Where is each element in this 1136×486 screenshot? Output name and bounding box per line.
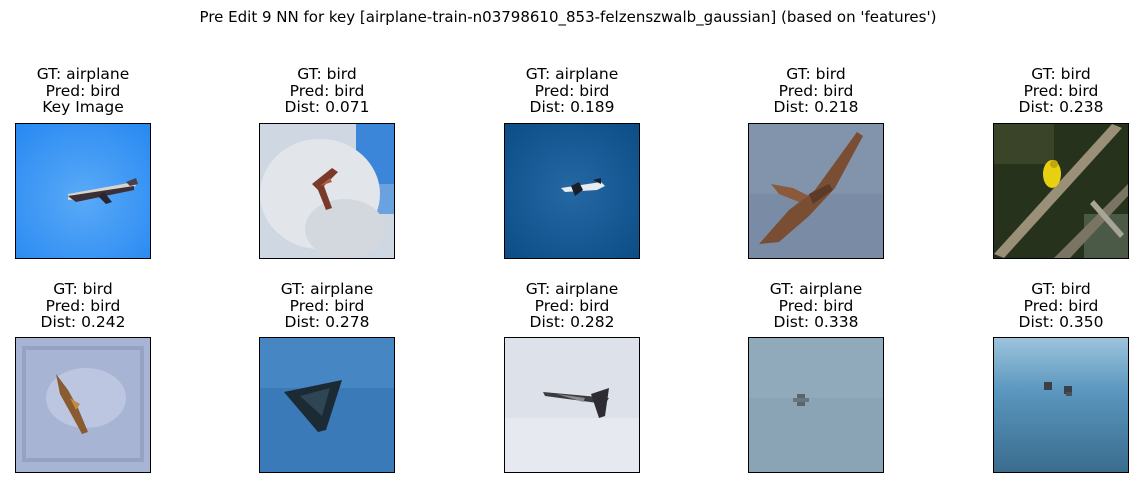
neighbor-thumbnail (993, 337, 1129, 473)
gt-label: GT: airplane (280, 280, 374, 298)
dist-label: Dist: 0.350 (1018, 313, 1104, 331)
dist-label: Dist: 0.238 (1018, 98, 1104, 116)
dist-label: Dist: 0.242 (40, 313, 126, 331)
panel-caption: GT: bird Pred: bird Dist: 0.071 (199, 66, 455, 116)
panel-caption: GT: airplane Pred: bird Dist: 0.282 (444, 281, 700, 331)
pred-label: Pred: bird (289, 296, 365, 315)
key-image-label: Key Image (42, 98, 124, 116)
neighbor-thumbnail (748, 123, 884, 259)
neighbor-thumbnail (748, 337, 884, 473)
panel-caption: GT: airplane Pred: bird Dist: 0.278 (199, 281, 455, 331)
dist-label: Dist: 0.282 (529, 313, 615, 331)
pred-label: Pred: bird (534, 296, 610, 315)
pred-label: Pred: bird (1023, 81, 1099, 100)
bird-image (994, 338, 1128, 472)
panel-caption: GT: bird Pred: bird Dist: 0.242 (0, 281, 211, 331)
bird-image (260, 124, 394, 258)
pred-label: Pred: bird (778, 296, 854, 315)
figure-title: Pre Edit 9 NN for key [airplane-train-n0… (199, 8, 937, 26)
pred-label: Pred: bird (1023, 296, 1099, 315)
neighbor-thumbnail (504, 123, 640, 259)
dist-label: Dist: 0.338 (773, 313, 859, 331)
gt-label: GT: bird (786, 65, 846, 83)
panel-caption: GT: airplane Pred: bird Dist: 0.338 (688, 281, 944, 331)
gt-label: GT: bird (53, 280, 113, 298)
gt-label: GT: airplane (769, 280, 863, 298)
airplane-image (16, 124, 150, 258)
panel-caption: GT: airplane Pred: bird Key Image (0, 66, 211, 116)
pred-label: Pred: bird (778, 81, 854, 100)
neighbor-thumbnail (259, 337, 395, 473)
airplane-image (505, 124, 639, 258)
dist-label: Dist: 0.189 (529, 98, 615, 116)
dist-label: Dist: 0.071 (284, 98, 370, 116)
gt-label: GT: bird (297, 65, 357, 83)
gt-label: GT: airplane (525, 65, 619, 83)
gt-label: GT: airplane (36, 65, 130, 83)
pred-label: Pred: bird (45, 81, 121, 100)
gt-label: GT: bird (1031, 65, 1091, 83)
panel-caption: GT: bird Pred: bird Dist: 0.238 (933, 66, 1136, 116)
dist-label: Dist: 0.218 (773, 98, 859, 116)
gt-label: GT: bird (1031, 280, 1091, 298)
pred-label: Pred: bird (45, 296, 121, 315)
pred-label: Pred: bird (534, 81, 610, 100)
bird-image (16, 338, 150, 472)
panel-caption: GT: bird Pred: bird Dist: 0.350 (933, 281, 1136, 331)
bird-image (994, 124, 1128, 258)
key-image-thumbnail (15, 123, 151, 259)
neighbor-thumbnail (259, 123, 395, 259)
panel-caption: GT: bird Pred: bird Dist: 0.218 (688, 66, 944, 116)
panel-caption: GT: airplane Pred: bird Dist: 0.189 (444, 66, 700, 116)
neighbor-thumbnail (993, 123, 1129, 259)
airplane-image (505, 338, 639, 472)
dist-label: Dist: 0.278 (284, 313, 370, 331)
neighbor-thumbnail (15, 337, 151, 473)
neighbor-thumbnail (504, 337, 640, 473)
pred-label: Pred: bird (289, 81, 365, 100)
gt-label: GT: airplane (525, 280, 619, 298)
airplane-image (260, 338, 394, 472)
bird-image (749, 124, 883, 258)
airplane-image (749, 338, 883, 472)
